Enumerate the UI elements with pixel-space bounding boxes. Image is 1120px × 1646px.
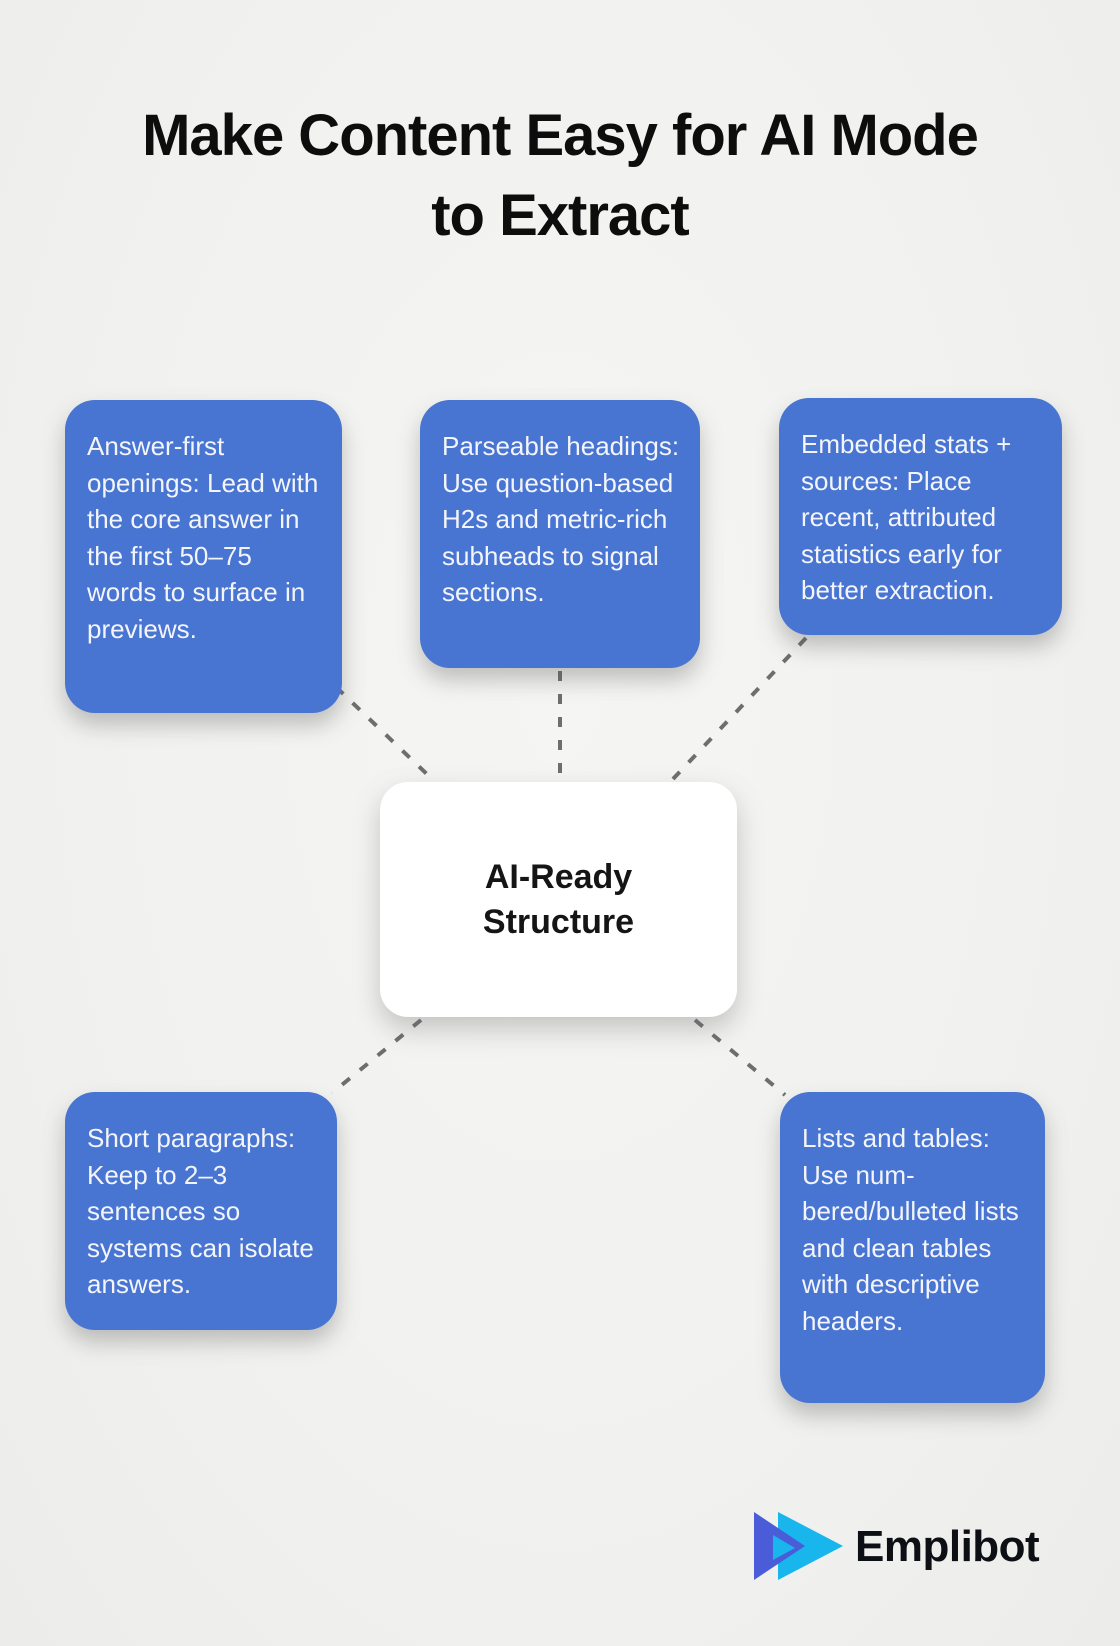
node-parseable-headings-text: Parseable headings: Use question-based H… bbox=[442, 431, 680, 608]
node-lists-and-tables-text: Lists and tables: Use num-bered/bulleted… bbox=[802, 1123, 1019, 1336]
node-parseable-headings: Parseable headings: Use question-based H… bbox=[420, 400, 700, 668]
center-node-label: AI-Ready Structure bbox=[482, 857, 635, 941]
emplibot-logo: Emplibot bbox=[750, 1508, 1040, 1586]
node-answer-first-text: Answer-first openings: Lead with the cor… bbox=[87, 431, 319, 644]
page-title-line1: Make Content Easy for AI Mode bbox=[142, 103, 979, 168]
node-embedded-stats-text: Embedded stats + sources: Place recent, … bbox=[801, 429, 1012, 606]
node-answer-first: Answer-first openings: Lead with the cor… bbox=[65, 400, 342, 713]
node-short-paragraphs-text: Short paragraphs: Keep to 2–3 sentences … bbox=[87, 1123, 314, 1300]
connector-top-right bbox=[671, 636, 808, 781]
connector-bottom-right bbox=[693, 1018, 787, 1097]
node-short-paragraphs: Short paragraphs: Keep to 2–3 sentences … bbox=[65, 1092, 337, 1330]
logo-play-triangles-icon bbox=[754, 1512, 843, 1580]
page-title: Make Content Easy for AI Mode to Extract bbox=[0, 96, 1120, 256]
connector-top-left bbox=[334, 685, 434, 781]
logo-wordmark: Emplibot bbox=[855, 1522, 1040, 1571]
center-node-ai-ready-structure: AI-Ready Structure bbox=[380, 782, 737, 1017]
node-lists-and-tables: Lists and tables: Use num-bered/bulleted… bbox=[780, 1092, 1045, 1403]
connector-bottom-left bbox=[330, 1018, 423, 1095]
page-title-line2: to Extract bbox=[431, 183, 690, 248]
node-embedded-stats: Embedded stats + sources: Place recent, … bbox=[779, 398, 1062, 635]
